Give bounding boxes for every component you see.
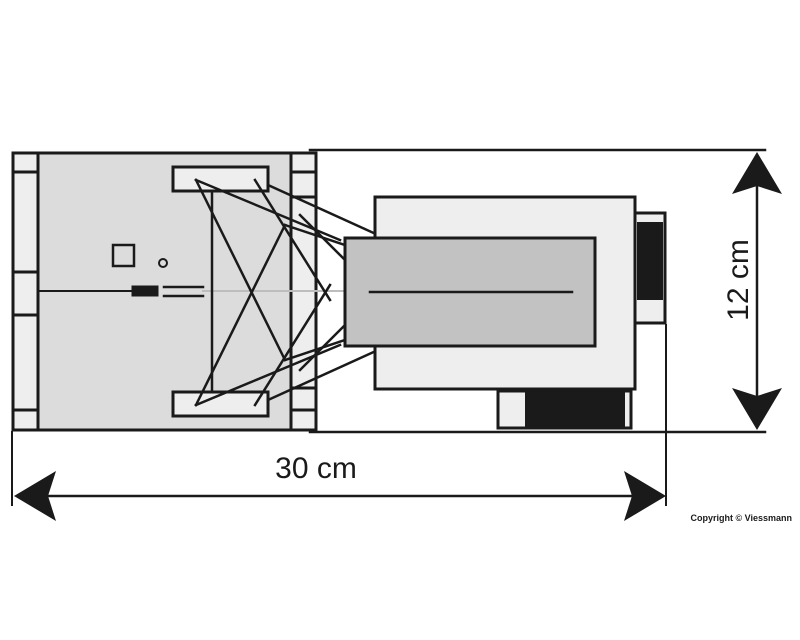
dimension-arrows xyxy=(14,152,782,521)
diagram-linework xyxy=(11,148,767,506)
lock-dot xyxy=(158,258,168,268)
arrow-left-icon xyxy=(14,471,56,521)
left-post xyxy=(11,151,40,432)
end-cap-gear xyxy=(637,222,663,300)
arrow-up-icon xyxy=(732,152,782,194)
upper-hinge-plate xyxy=(171,165,270,193)
latch-bolt xyxy=(131,285,159,297)
lock-square xyxy=(111,243,136,268)
scissor-linkage xyxy=(194,178,380,407)
bottom-gear xyxy=(525,391,625,428)
arrow-down-icon xyxy=(732,388,782,430)
height-label: 12 cm xyxy=(722,239,755,321)
copyright-notice: Copyright © Viessmann xyxy=(691,513,793,523)
width-label: 30 cm xyxy=(275,452,357,485)
arrow-right-icon xyxy=(624,471,666,521)
